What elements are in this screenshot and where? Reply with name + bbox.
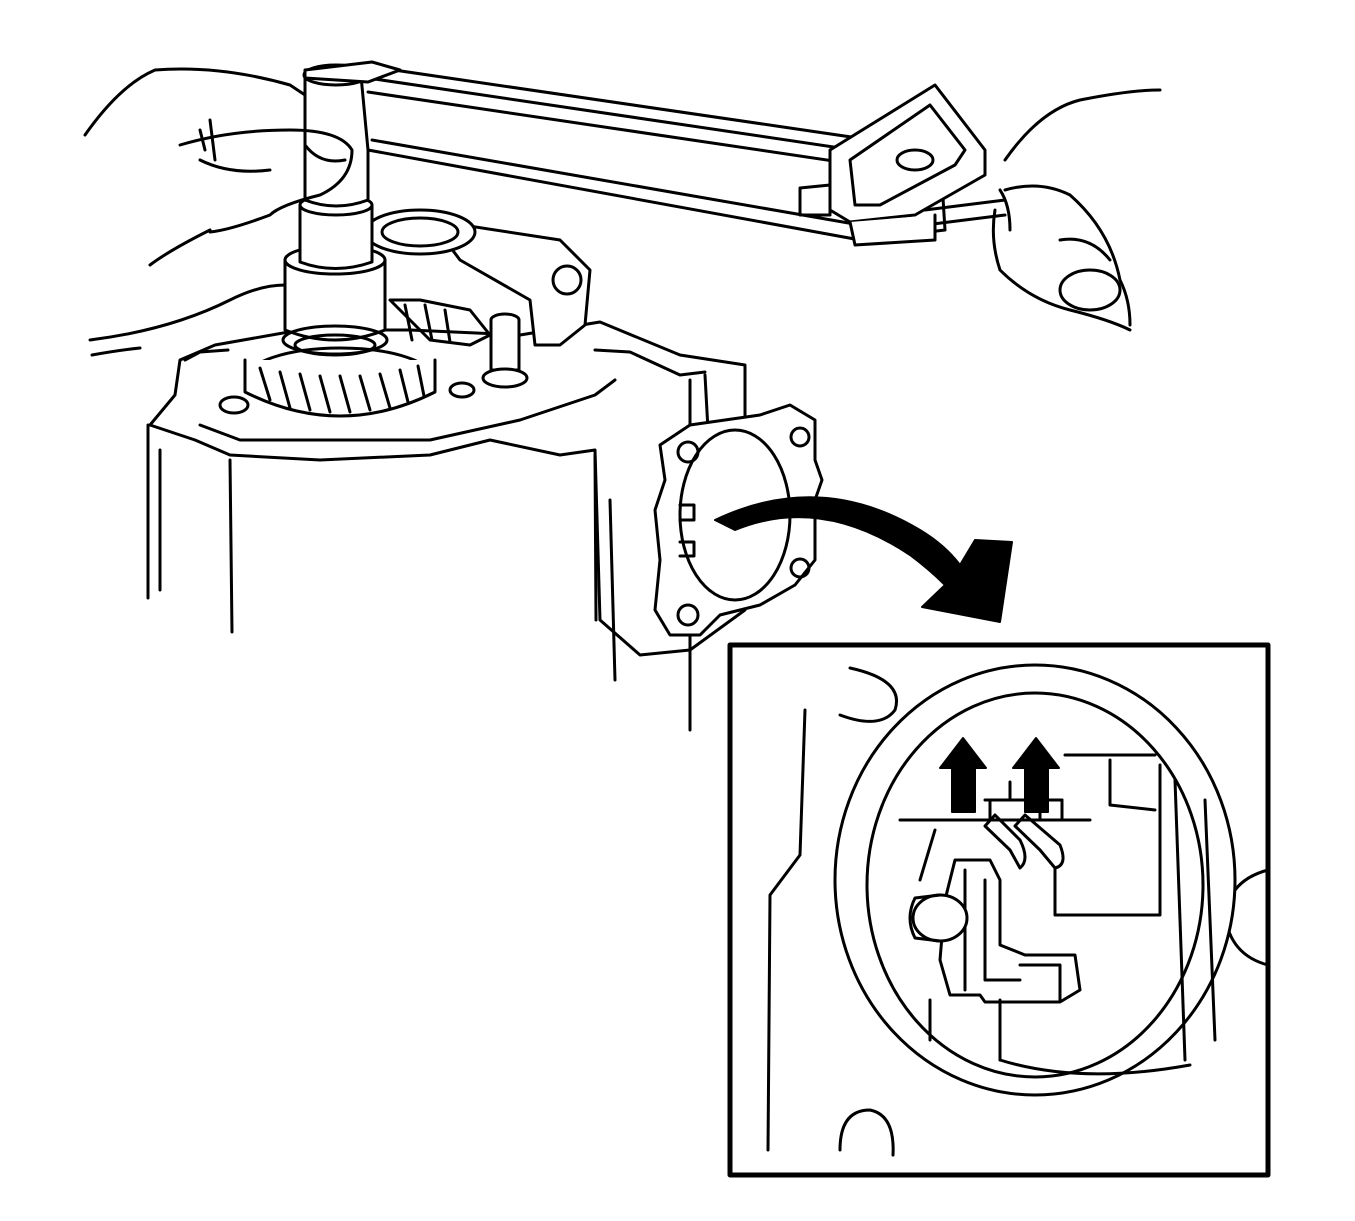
curved-arrow-icon: [714, 496, 1013, 623]
up-arrow-icon: [939, 737, 987, 813]
right-hand: [991, 88, 1162, 332]
left-hand: [83, 67, 354, 357]
gear-assembly: [218, 208, 592, 418]
detail-inset: [727, 642, 1271, 1178]
up-arrow-icon: [1012, 737, 1060, 813]
torque-wrench: [303, 60, 1007, 247]
